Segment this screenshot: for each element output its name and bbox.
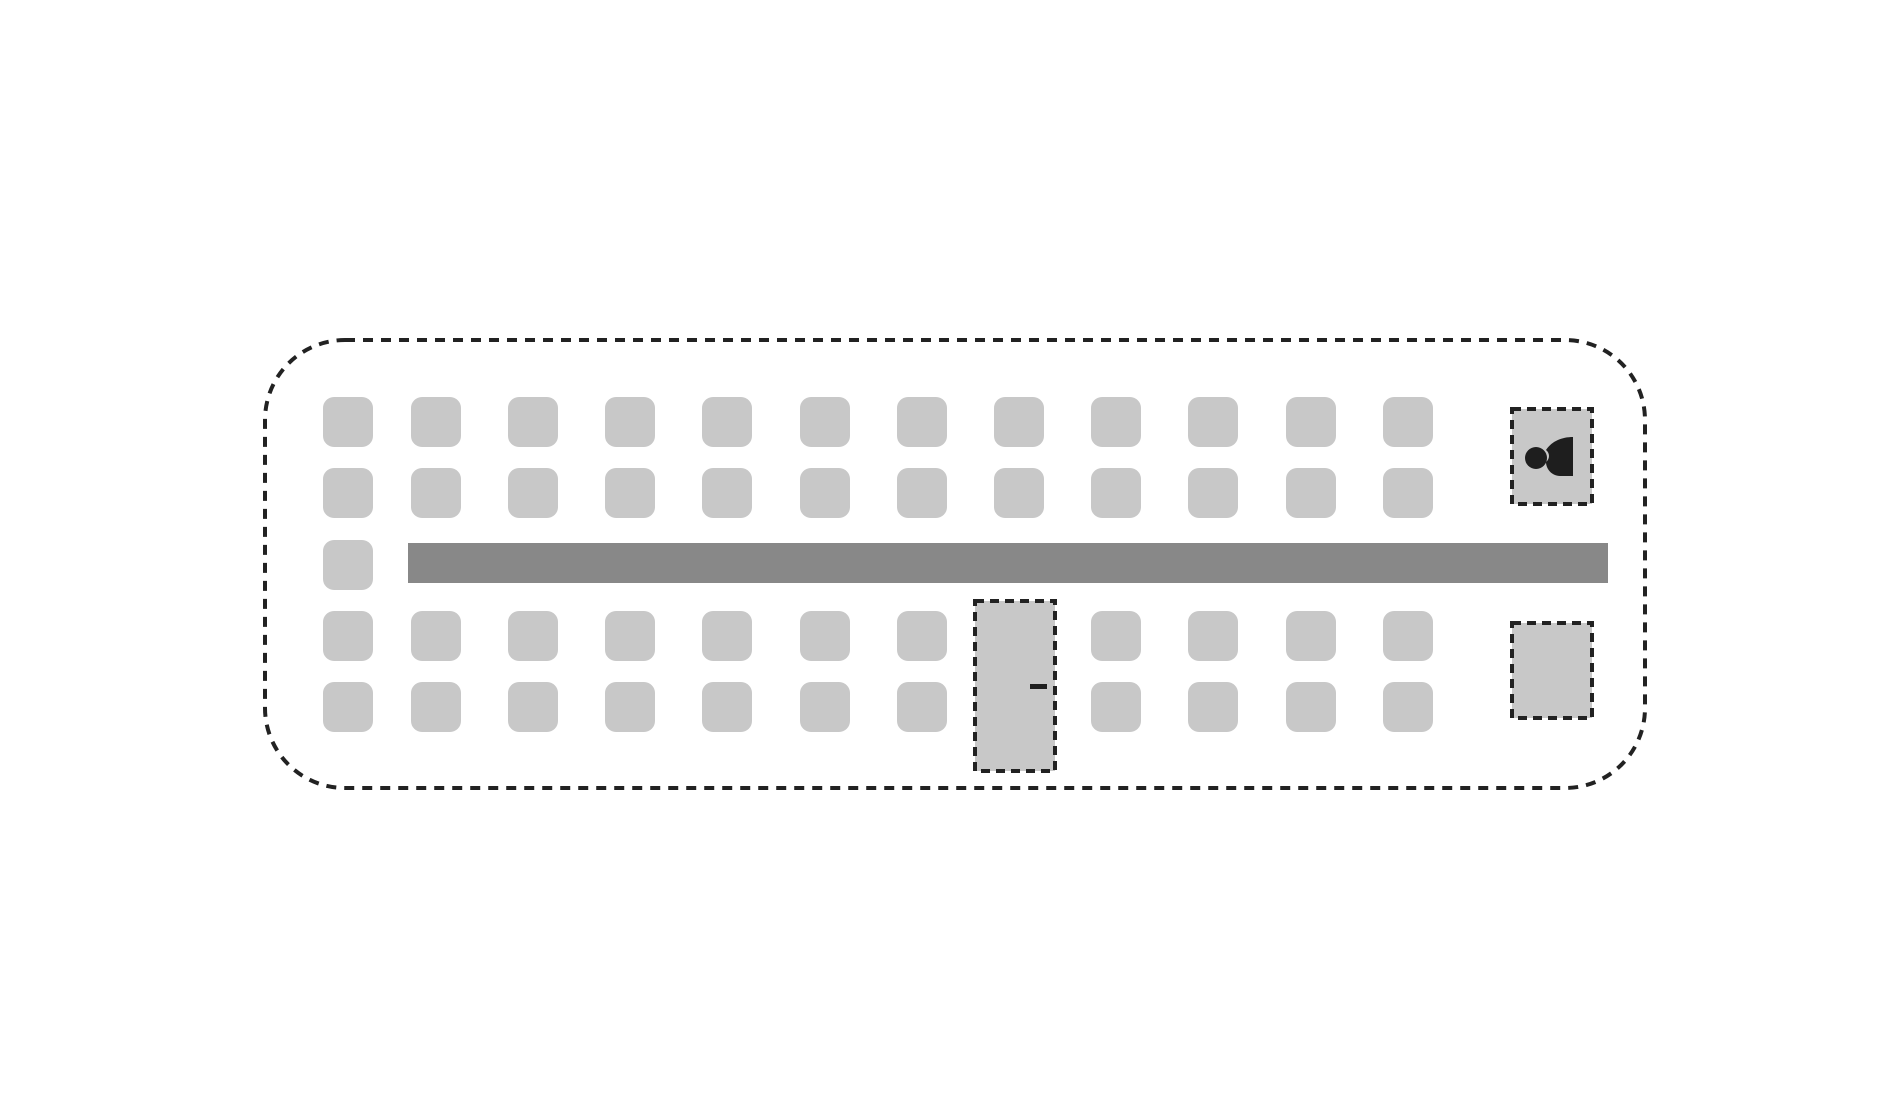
seat-upper-r1-c11[interactable] xyxy=(1286,397,1336,447)
seat-upper-r2-c7[interactable] xyxy=(897,468,947,518)
seat-upper-r1-c7[interactable] xyxy=(897,397,947,447)
door xyxy=(973,599,1057,773)
door-handle xyxy=(1030,684,1047,689)
seat-lower-r1-c10[interactable] xyxy=(1188,611,1238,661)
seat-upper-r2-c9[interactable] xyxy=(1091,468,1141,518)
seat-lower-r2-c3[interactable] xyxy=(508,682,558,732)
seat-lower-r2-c9[interactable] xyxy=(1091,682,1141,732)
seat-lower-r2-c11[interactable] xyxy=(1286,682,1336,732)
seat-upper-r2-c8[interactable] xyxy=(994,468,1044,518)
vehicle-outline xyxy=(263,338,1647,790)
seat-upper-r1-c5[interactable] xyxy=(702,397,752,447)
seat-block-upper xyxy=(323,397,1433,590)
seat-upper-r2-c5[interactable] xyxy=(702,468,752,518)
seat-lower-r1-c1[interactable] xyxy=(323,611,373,661)
seat-upper-r2-c6[interactable] xyxy=(800,468,850,518)
seat-lower-r1-c9[interactable] xyxy=(1091,611,1141,661)
seat-upper-r2-c3[interactable] xyxy=(508,468,558,518)
seat-lower-r2-c6[interactable] xyxy=(800,682,850,732)
seat-aisle-row-1[interactable] xyxy=(323,540,373,590)
seat-lower-r1-c12[interactable] xyxy=(1383,611,1433,661)
seat-lower-r2-c2[interactable] xyxy=(411,682,461,732)
seat-upper-r2-c2[interactable] xyxy=(411,468,461,518)
seat-upper-r2-c11[interactable] xyxy=(1286,468,1336,518)
seat-upper-r1-c3[interactable] xyxy=(508,397,558,447)
seat-lower-r2-c12[interactable] xyxy=(1383,682,1433,732)
seat-lower-r1-c5[interactable] xyxy=(702,611,752,661)
seat-upper-r1-c8[interactable] xyxy=(994,397,1044,447)
seat-lower-r2-c4[interactable] xyxy=(605,682,655,732)
seat-lower-r1-c11[interactable] xyxy=(1286,611,1336,661)
seat-upper-r2-c1[interactable] xyxy=(323,468,373,518)
seat-upper-r1-c6[interactable] xyxy=(800,397,850,447)
seat-lower-r1-c7[interactable] xyxy=(897,611,947,661)
seat-upper-r2-c4[interactable] xyxy=(605,468,655,518)
seat-upper-r1-c10[interactable] xyxy=(1188,397,1238,447)
seat-block-lower xyxy=(323,611,1433,732)
seat-upper-r2-c10[interactable] xyxy=(1188,468,1238,518)
side-compartment xyxy=(1510,621,1594,720)
seat-upper-r1-c12[interactable] xyxy=(1383,397,1433,447)
driver-seat-icon xyxy=(1525,437,1573,476)
seat-lower-r2-c7[interactable] xyxy=(897,682,947,732)
seat-lower-r1-c6[interactable] xyxy=(800,611,850,661)
seat-lower-r1-c4[interactable] xyxy=(605,611,655,661)
seat-upper-r1-c2[interactable] xyxy=(411,397,461,447)
seat-lower-r1-c3[interactable] xyxy=(508,611,558,661)
seat-lower-r1-c2[interactable] xyxy=(411,611,461,661)
seat-lower-r2-c5[interactable] xyxy=(702,682,752,732)
seat-upper-r1-c9[interactable] xyxy=(1091,397,1141,447)
seat-upper-r1-c1[interactable] xyxy=(323,397,373,447)
seat-upper-r1-c4[interactable] xyxy=(605,397,655,447)
seat-lower-r2-c1[interactable] xyxy=(323,682,373,732)
seat-lower-r2-c10[interactable] xyxy=(1188,682,1238,732)
driver-seat xyxy=(1510,407,1594,506)
aisle-strip xyxy=(408,543,1608,583)
seat-upper-r2-c12[interactable] xyxy=(1383,468,1433,518)
